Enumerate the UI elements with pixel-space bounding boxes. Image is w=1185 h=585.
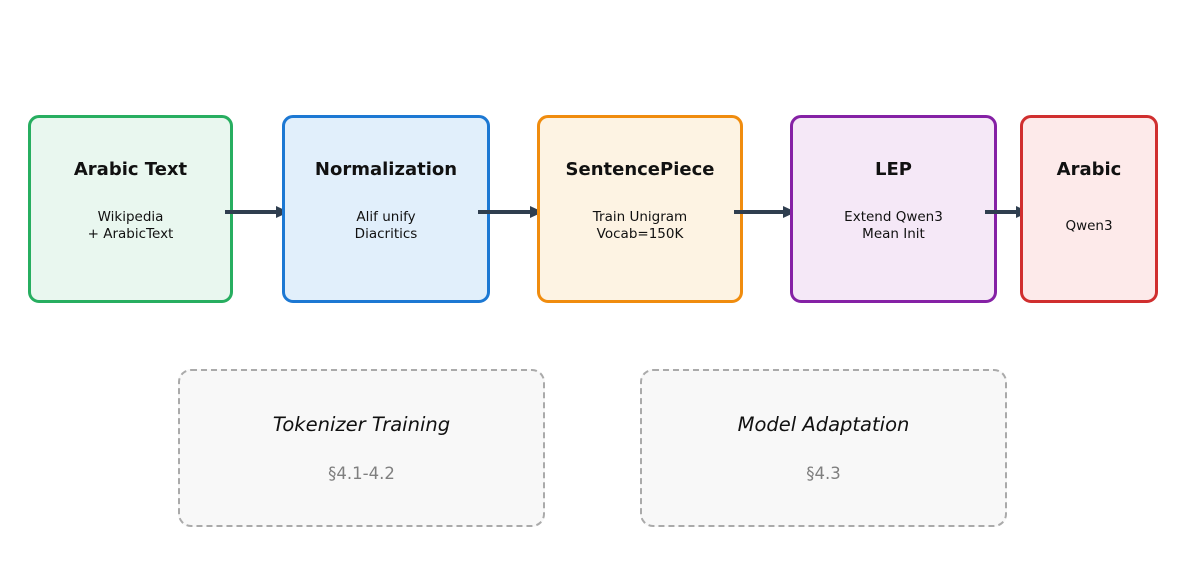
stage-title: SentencePiece <box>565 159 715 180</box>
arrow-shaft <box>985 209 1019 214</box>
arrow-shaft <box>734 209 786 214</box>
subtitle-line: Qwen3 <box>1065 217 1113 234</box>
subtitle-line: + ArabicText <box>87 226 174 242</box>
arrow-shaft <box>478 209 533 214</box>
stage-subtitle: Train Unigram Vocab=150K <box>540 208 740 244</box>
stage-subtitle: Qwen3 <box>1023 208 1155 244</box>
group-section-ref: §4.3 <box>806 464 841 483</box>
subtitle-line: Wikipedia <box>97 209 164 225</box>
subtitle-line: Mean Init <box>862 226 925 242</box>
subtitle-line: Train Unigram <box>592 209 688 225</box>
subtitle-line: Alif unify <box>356 209 416 225</box>
stage-box-arabic-qwen3: Arabic Qwen3 <box>1020 115 1158 303</box>
subtitle-line: Diacritics <box>354 226 418 242</box>
group-section-ref: §4.1-4.2 <box>328 464 395 483</box>
stage-subtitle: Wikipedia + ArabicText <box>31 208 230 244</box>
group-label: Model Adaptation <box>737 413 910 436</box>
stage-title: Arabic <box>1056 159 1122 180</box>
stage-box-sentencepiece: SentencePiece Train Unigram Vocab=150K <box>537 115 743 303</box>
stage-title: Normalization <box>314 159 458 180</box>
group-box-tokenizer-training: Tokenizer Training §4.1-4.2 <box>178 369 545 527</box>
flow-arrow <box>478 205 542 218</box>
group-label: Tokenizer Training <box>272 413 451 436</box>
flow-arrow <box>985 205 1028 218</box>
stage-subtitle: Extend Qwen3 Mean Init <box>793 208 994 244</box>
stage-title: LEP <box>875 159 912 180</box>
subtitle-line: Extend Qwen3 <box>844 209 943 225</box>
stage-box-arabic-text: Arabic Text Wikipedia + ArabicText <box>28 115 233 303</box>
subtitle-line: Vocab=150K <box>596 226 684 242</box>
stage-title: Arabic Text <box>73 159 188 180</box>
stage-box-normalization: Normalization Alif unify Diacritics <box>282 115 490 303</box>
arrow-shaft <box>225 209 279 214</box>
flow-arrow <box>225 205 288 218</box>
group-box-model-adaptation: Model Adaptation §4.3 <box>640 369 1007 527</box>
flow-arrow <box>734 205 795 218</box>
stage-subtitle: Alif unify Diacritics <box>285 208 487 244</box>
stage-box-lep: LEP Extend Qwen3 Mean Init <box>790 115 997 303</box>
